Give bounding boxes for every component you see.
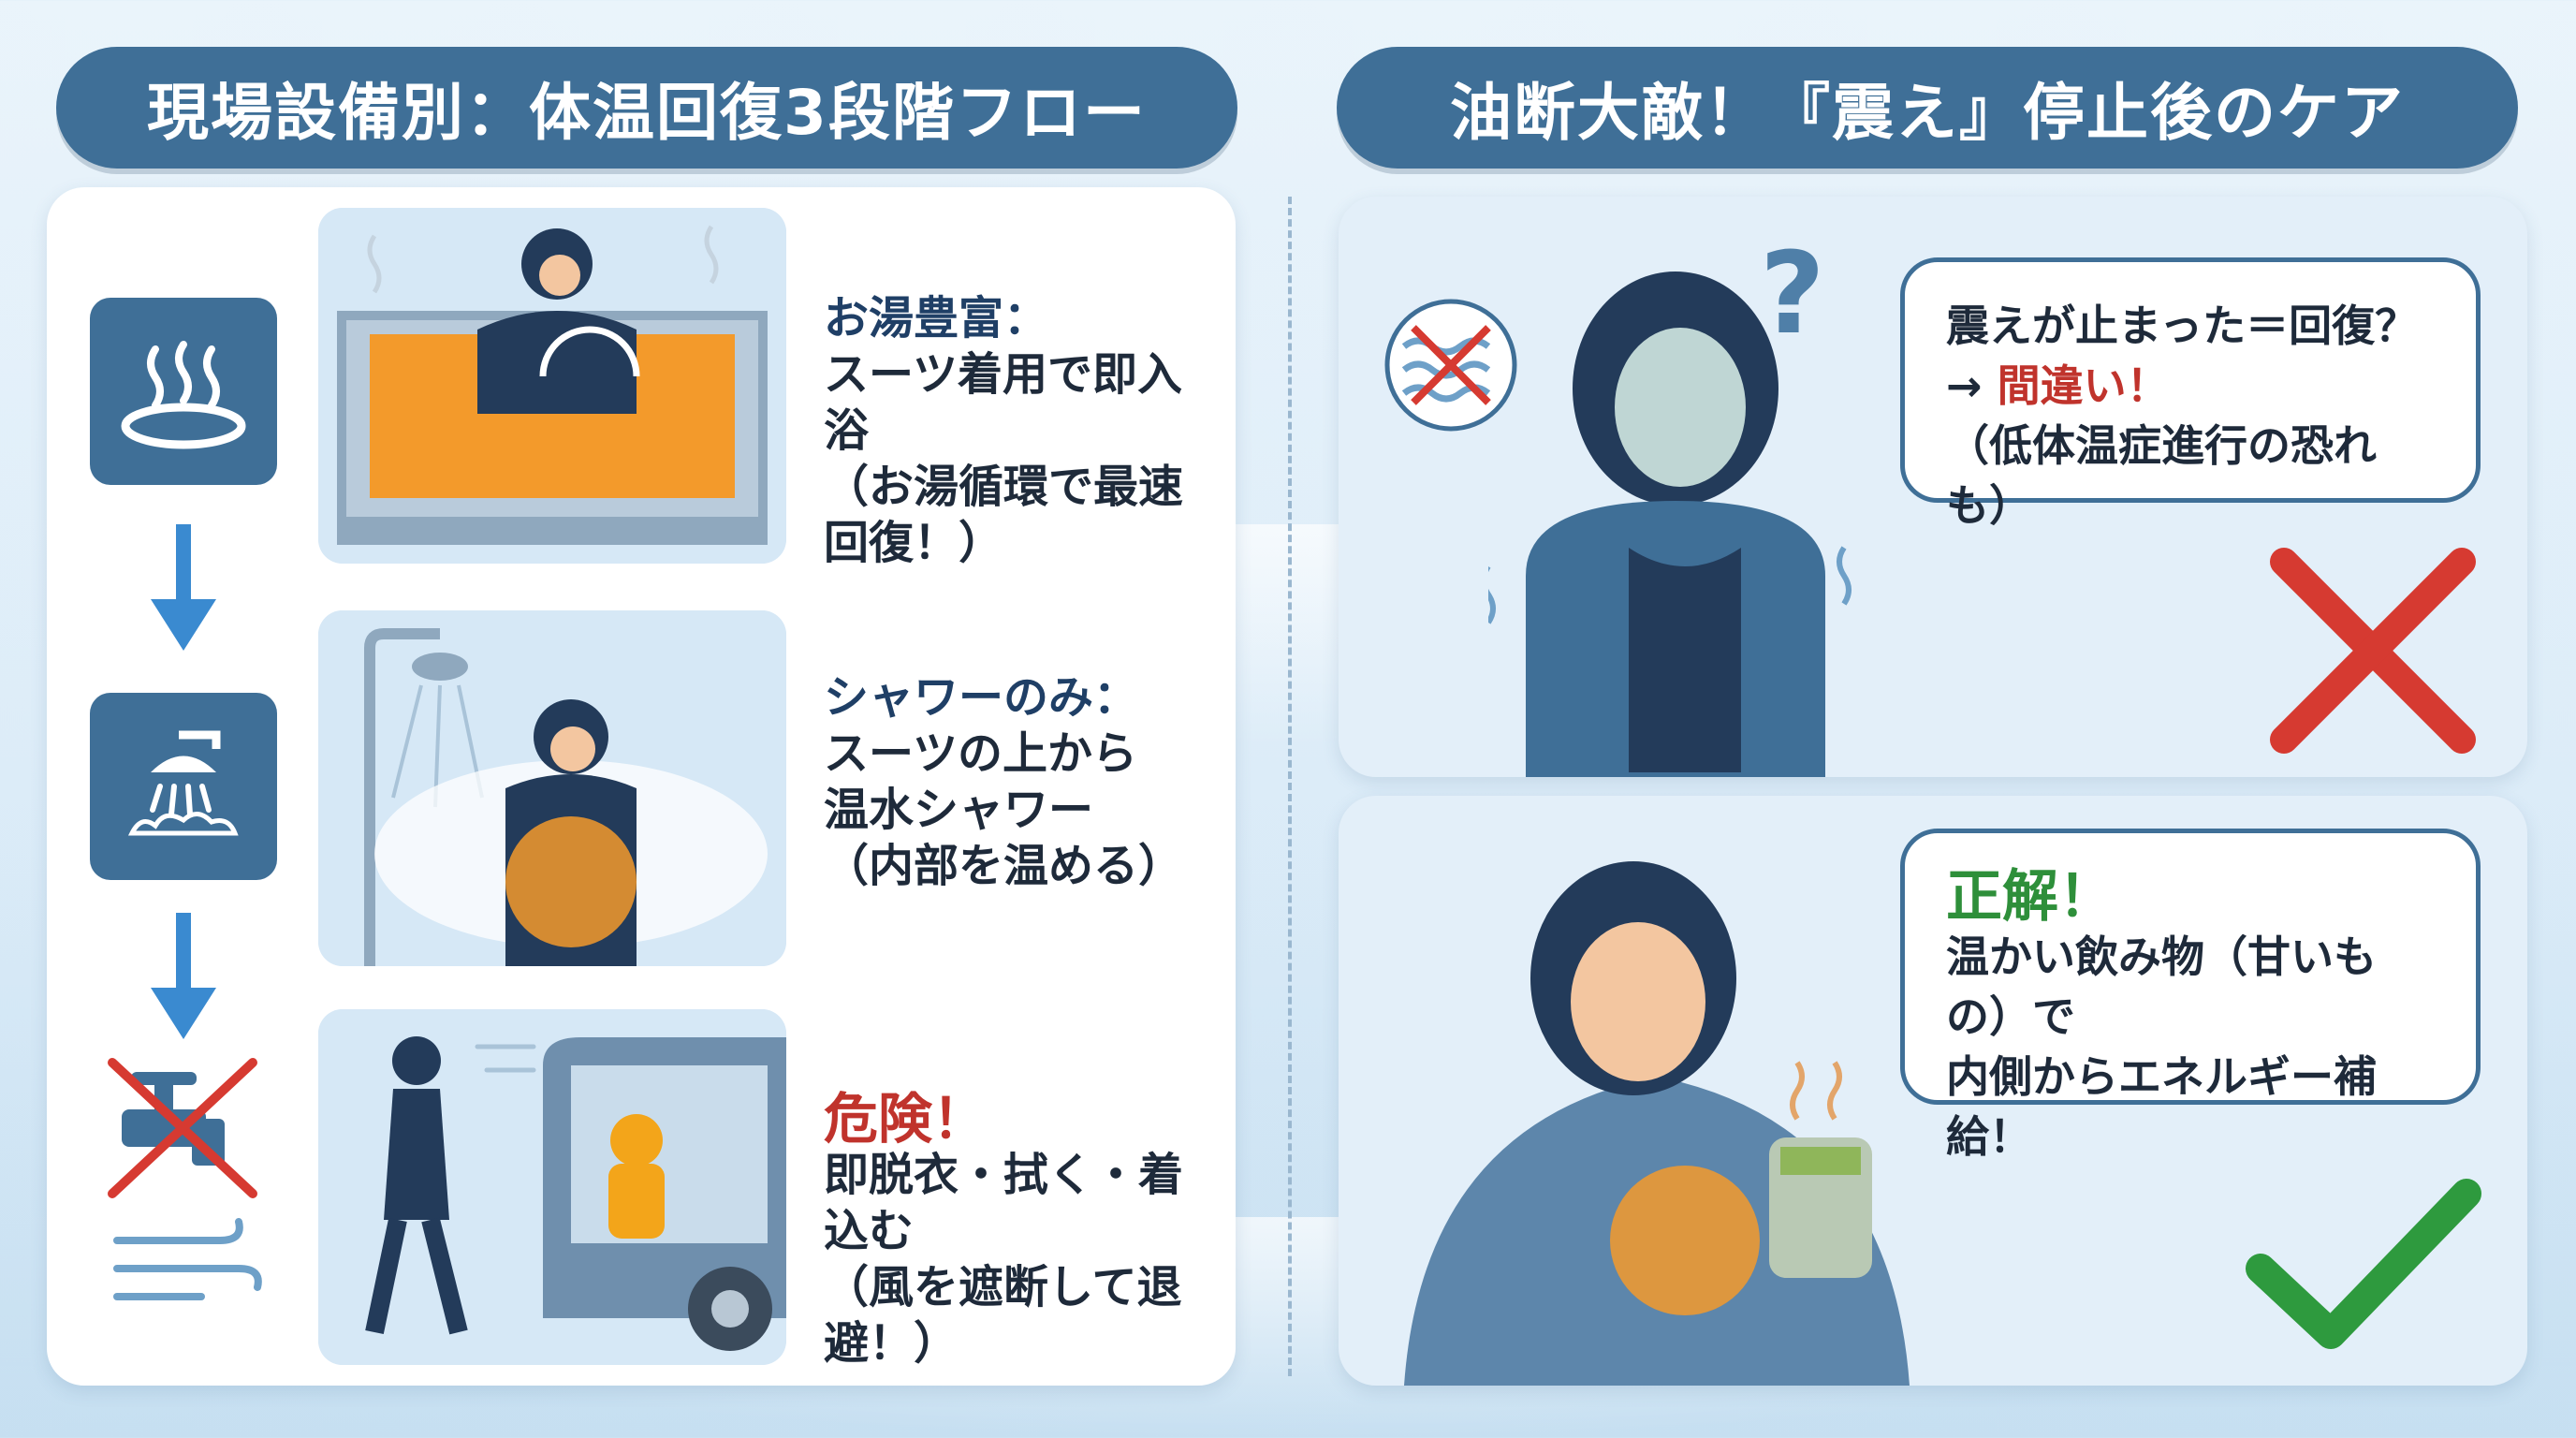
car-scene bbox=[318, 1009, 786, 1365]
hot-spring-icon bbox=[90, 298, 277, 485]
bath-scene bbox=[318, 208, 786, 564]
question-mark: ? bbox=[1760, 229, 1825, 360]
bath-line2: （お湯循環で最速回復！） bbox=[824, 461, 1184, 569]
no-water-wind-icon bbox=[108, 1058, 262, 1300]
arrow-down-icon bbox=[151, 913, 216, 1039]
wrong-cross-icon bbox=[2270, 548, 2476, 754]
center-divider bbox=[1288, 197, 1292, 1376]
wrong-bubble: 震えが止まった＝回復？ → 間違い！ （低体温症進行の恐れも） bbox=[1900, 257, 2481, 531]
danger-heading: 危険！ bbox=[824, 1087, 988, 1151]
right-title-banner: 油断大敵！『震え』停止後のケア bbox=[1337, 47, 2518, 169]
blanket-diver-illustration bbox=[1404, 861, 1910, 1386]
wrong-verdict: 間違い！ bbox=[1997, 360, 2170, 411]
car-caption: 危険！ 即脱衣・拭く・着込む （風を遮断して退避！） bbox=[824, 1091, 1226, 1372]
correct-line2: 内側からエネルギー補給！ bbox=[1946, 1051, 2377, 1162]
arrow-down-icon bbox=[151, 524, 216, 651]
correct-verdict: 正解！ bbox=[1946, 864, 2115, 930]
shower-heading: シャワーのみ： bbox=[824, 671, 1139, 724]
bath-caption: お湯豊富： スーツ着用で即入浴 （お湯循環で最速回復！） bbox=[824, 290, 1226, 571]
correct-bubble: 正解！ 温かい飲み物（甘いもの）で 内側からエネルギー補給！ bbox=[1900, 829, 2481, 1162]
wrong-line1: 震えが止まった＝回復？ bbox=[1946, 301, 2419, 351]
arrow-text: → bbox=[1946, 360, 1998, 411]
car-line2: （風を遮断して退避！） bbox=[824, 1261, 1182, 1370]
shower-line1: スーツの上から bbox=[824, 727, 1138, 780]
shower-icon bbox=[90, 693, 277, 880]
car-line1: 即脱衣・拭く・着込む bbox=[824, 1149, 1184, 1257]
correct-line1: 温かい飲み物（甘いもの）で bbox=[1946, 932, 2377, 1042]
left-title-banner: 現場設備別：体温回復3段階フロー bbox=[56, 47, 1237, 169]
shower-scene bbox=[318, 610, 786, 966]
shower-line3: （内部を温める） bbox=[824, 840, 1184, 892]
correct-check-icon bbox=[2246, 1179, 2481, 1349]
bath-heading: お湯豊富： bbox=[824, 292, 1049, 345]
shower-caption: シャワーのみ： スーツの上から 温水シャワー （内部を温める） bbox=[824, 669, 1226, 894]
worried-diver-illustration bbox=[1488, 271, 1852, 777]
shower-line2: 温水シャワー bbox=[824, 784, 1094, 836]
bath-line1: スーツ着用で即入浴 bbox=[824, 348, 1183, 457]
shiver-stopped-icon bbox=[1384, 299, 1517, 432]
wrong-line3: （低体温症進行の恐れも） bbox=[1946, 420, 2377, 531]
